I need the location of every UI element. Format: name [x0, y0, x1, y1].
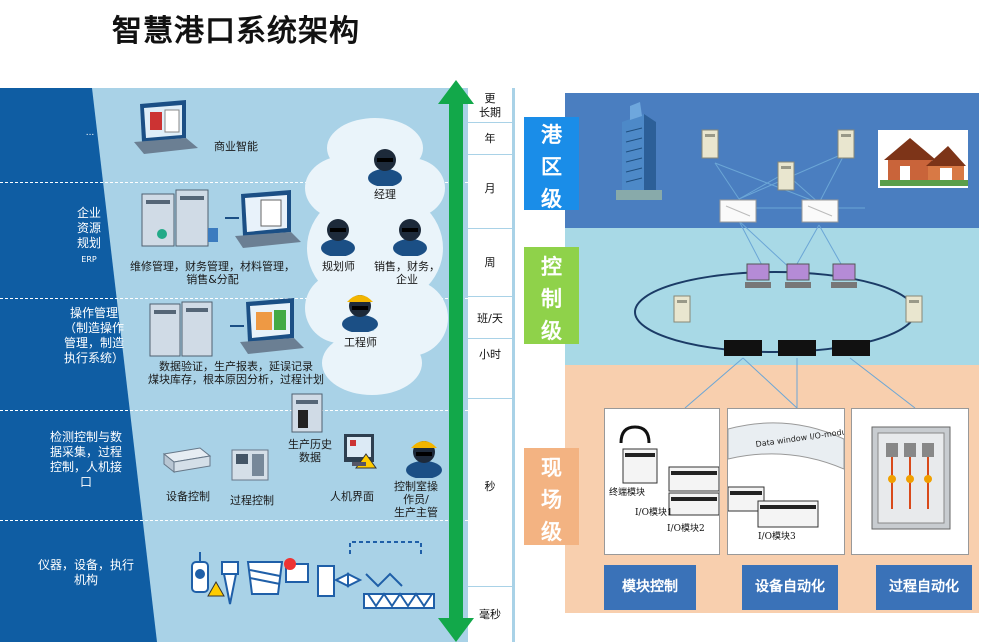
- field-instruments-icon: [191, 541, 435, 609]
- io-module-zoom-icon: Data window I/O-module 2 I/O模块3: [727, 422, 862, 542]
- server-icon: [777, 161, 795, 191]
- sales-caption: 销售，财务， 企业: [374, 260, 440, 286]
- history-data-caption: 生产历史 数据: [288, 438, 332, 464]
- time-shift-day: 班/天: [477, 312, 503, 325]
- level-divider: [0, 298, 468, 299]
- operator-caption: 控制室操 作员/ 生产主管: [394, 480, 438, 519]
- switch-icon: [801, 199, 839, 223]
- page-title: 智慧港口系统架构: [112, 14, 360, 49]
- controller-unit: [832, 340, 870, 356]
- cloud-icon: [305, 118, 448, 395]
- time-divider: [468, 586, 512, 587]
- hmi-caption: 人机界面: [330, 490, 374, 503]
- terminal-module-label: 终端模块: [609, 486, 645, 498]
- server-icon: [141, 189, 218, 247]
- engineer-caption: 工程师: [344, 336, 377, 349]
- field-level-label: 现 场 级: [524, 448, 579, 545]
- pc-icon: [785, 263, 811, 288]
- pyramid-level-top: ...: [85, 128, 95, 138]
- time-millisecond: 毫秒: [479, 608, 501, 621]
- mes-caption: 数据验证，生产报表，延误记录 煤块库存，根本原因分析，过程计划: [148, 360, 324, 386]
- planner-caption: 规划师: [322, 260, 355, 273]
- control-cabinet-icon: [871, 426, 951, 530]
- manager-icon: [368, 149, 402, 186]
- warehouse-icon: [880, 138, 968, 186]
- hmi-icon: [344, 434, 377, 469]
- time-divider: [468, 398, 512, 399]
- io3-label: I/O模块3: [758, 530, 796, 542]
- time-month: 月: [484, 182, 496, 195]
- port-level-label: 港 区 级: [524, 117, 579, 211]
- device-automation-box: Data window I/O-module 2 I/O模块3: [727, 408, 862, 555]
- module-control-box: 终端模块 I/O模块1 I/O模块2: [604, 408, 720, 555]
- operator-icon: [406, 441, 442, 478]
- time-longer: 更 长期: [479, 92, 501, 119]
- controller-unit: [778, 340, 816, 356]
- pyramid-level-erp: 企业 资源 规划: [76, 206, 101, 250]
- io1-label: I/O模块1: [635, 506, 673, 518]
- skyscraper-icon: [616, 102, 662, 200]
- time-second: 秒: [484, 480, 496, 493]
- controller-unit: [724, 340, 762, 356]
- time-divider: [468, 154, 512, 155]
- engineer-icon: [342, 295, 378, 332]
- io2-label: I/O模块2: [667, 522, 705, 534]
- time-divider: [468, 228, 512, 229]
- module-control-button[interactable]: 模块控制: [604, 565, 696, 610]
- laptop-icon: [134, 100, 198, 154]
- time-week: 周: [484, 256, 496, 269]
- time-divider: [468, 296, 512, 297]
- server-icon: [837, 129, 855, 159]
- process-control-caption: 过程控制: [230, 494, 274, 507]
- control-level-label: 控 制 级: [524, 247, 579, 344]
- server-icon: [701, 129, 719, 159]
- pyramid-level-erp-sub: ERP: [81, 255, 97, 264]
- process-controller-icon: [231, 449, 269, 481]
- bi-caption: 商业智能: [214, 140, 258, 153]
- plc-icon: [162, 447, 212, 474]
- sales-icon: [393, 219, 427, 256]
- time-divider: [468, 338, 512, 339]
- laptop-icon: [230, 298, 304, 354]
- level-divider: [0, 182, 468, 183]
- erp-caption: 维修管理，财务管理，材料管理， 销售&分配: [130, 260, 295, 286]
- laptop-icon: [225, 190, 301, 248]
- server-icon: [149, 301, 213, 357]
- pc-icon: [745, 263, 771, 288]
- switch-icon: [719, 199, 757, 223]
- process-automation-box: [851, 408, 969, 555]
- planner-icon: [321, 219, 355, 256]
- process-automation-button[interactable]: 过程自动化: [876, 565, 972, 610]
- io-module-icon: 终端模块 I/O模块1 I/O模块2: [609, 425, 720, 534]
- pyramid-level-mes: 操作管理 （制造操作 管理，制造 执行系统）: [63, 306, 124, 365]
- level-divider: [0, 520, 468, 521]
- pyramid-wedge: [0, 88, 157, 642]
- server-icon: [905, 295, 923, 323]
- equipment-control-caption: 设备控制: [166, 490, 210, 503]
- level-divider: [0, 410, 468, 411]
- time-hour: 小时: [479, 348, 501, 361]
- server-icon: [673, 295, 691, 323]
- left-architecture-panel: ... 企业 资源 规划 ERP 操作管理 （制造操作 管理，制造 执行系统） …: [0, 88, 515, 642]
- pc-icon: [831, 263, 857, 288]
- device-automation-button[interactable]: 设备自动化: [742, 565, 838, 610]
- history-server-icon: [291, 393, 323, 433]
- time-arrow-icon: [438, 80, 474, 642]
- pyramid-level-devices: 仪器，设备，执行 机构: [37, 558, 134, 587]
- manager-caption: 经理: [374, 188, 396, 201]
- time-year: 年: [484, 132, 496, 145]
- time-scale-column: 更 长期 年 月 周 班/天 小时 秒 毫秒: [468, 88, 512, 642]
- time-divider: [468, 122, 512, 123]
- pyramid-level-control: 检测控制与数 据采集，过程 控制，人机接 口: [49, 430, 122, 489]
